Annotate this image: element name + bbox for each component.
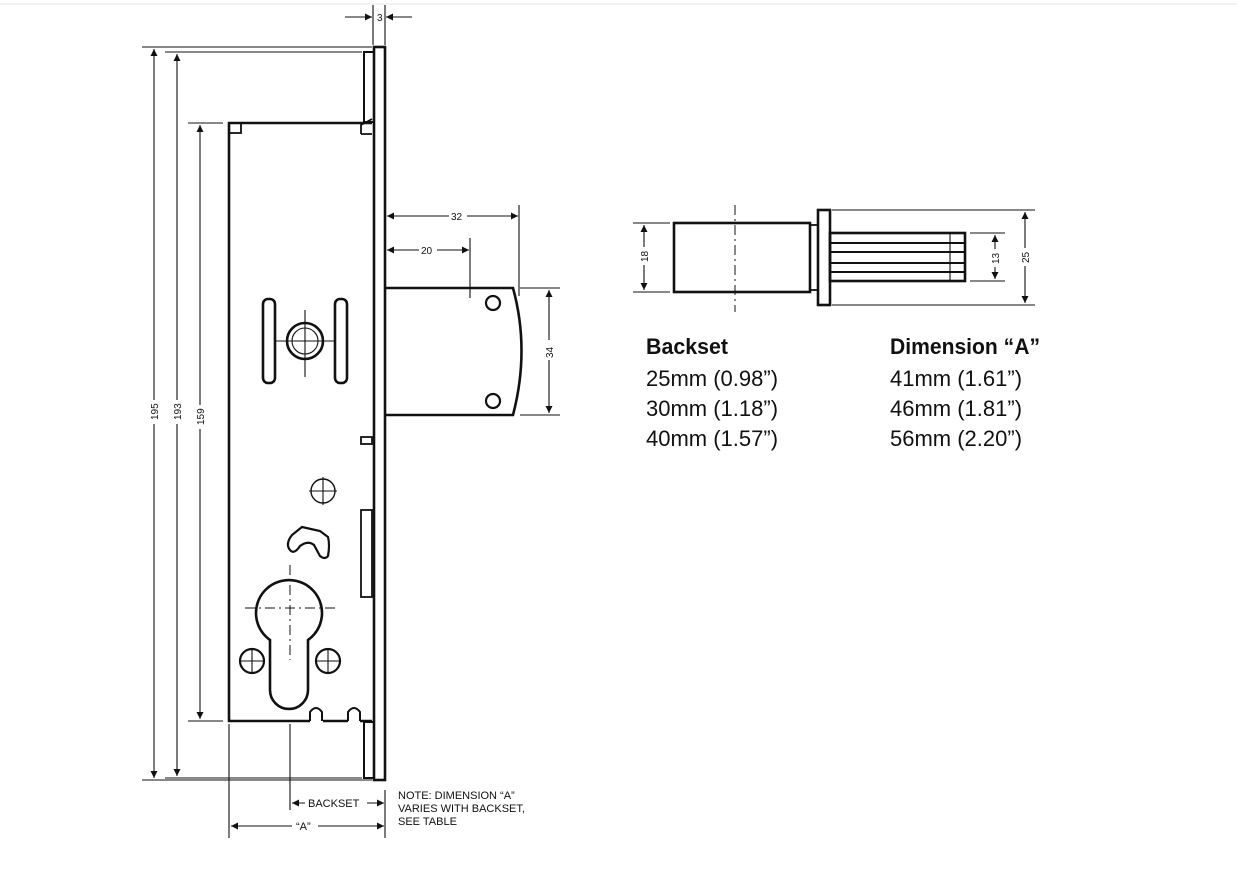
- dim-18: 18: [640, 250, 651, 262]
- hook-slot: [286, 525, 331, 560]
- table-cell: 40mm (1.57”): [646, 426, 778, 451]
- dim-3: 3: [377, 13, 383, 24]
- cylinder-side-view: [633, 205, 1035, 312]
- backset-table: Backset Dimension “A” 25mm (0.98”) 41mm …: [646, 334, 1040, 451]
- note-line-2: VARIES WITH BACKSET,: [398, 803, 525, 815]
- table-cell: 25mm (0.98”): [646, 366, 778, 391]
- dim-193: 193: [173, 403, 184, 420]
- lock-body-front-view: [227, 45, 387, 782]
- table-header-dimension-a: Dimension “A”: [890, 334, 1040, 359]
- dim-20: 20: [421, 246, 433, 257]
- euro-cylinder-hole: [254, 578, 324, 711]
- table-cell: 56mm (2.20”): [890, 426, 1022, 451]
- dim-32: 32: [451, 212, 463, 223]
- dim-195: 195: [150, 403, 161, 420]
- table-cell: 46mm (1.81”): [890, 396, 1022, 421]
- table-cell: 30mm (1.18”): [646, 396, 778, 421]
- note-line-3: SEE TABLE: [398, 816, 457, 828]
- dim-13: 13: [991, 252, 1002, 264]
- dim-a: “A”: [296, 821, 311, 833]
- dim-backset: BACKSET: [308, 798, 360, 810]
- note-line-1: NOTE: DIMENSION “A”: [398, 790, 515, 802]
- dim-159: 159: [196, 408, 207, 425]
- slot-right: [333, 297, 349, 385]
- slot-left: [261, 297, 277, 385]
- deadbolt: [385, 286, 523, 417]
- table-header-backset: Backset: [646, 334, 729, 359]
- dim-25: 25: [1021, 251, 1032, 263]
- table-cell: 41mm (1.61”): [890, 366, 1022, 391]
- dim-34: 34: [545, 346, 556, 358]
- faceplate: [372, 45, 387, 782]
